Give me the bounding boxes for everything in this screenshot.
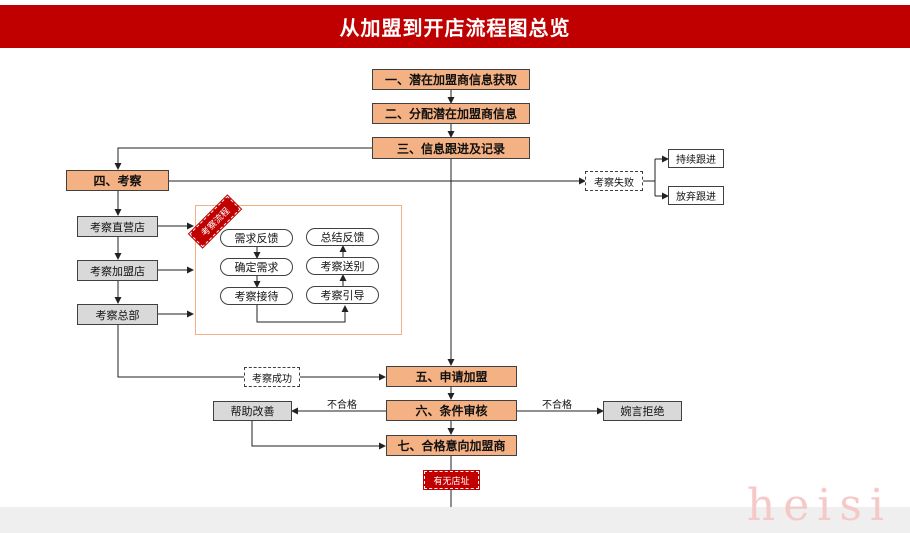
- step-2[interactable]: 二、分配潜在加盟商信息: [372, 103, 530, 124]
- arrow-reception-guide: [256, 305, 349, 323]
- fail-label-left: 不合格: [327, 400, 357, 411]
- inspect-direct-store[interactable]: 考察直营店: [77, 216, 158, 237]
- step-1[interactable]: 一、潜在加盟商信息获取: [372, 69, 530, 90]
- inspect-franchise-store[interactable]: 考察加盟店: [77, 260, 158, 281]
- process-farewell[interactable]: 考察送别: [306, 257, 379, 275]
- polite-reject[interactable]: 婉言拒绝: [603, 401, 682, 421]
- process-reception[interactable]: 考察接待: [220, 287, 293, 305]
- watermark: heisi: [746, 480, 892, 531]
- line-hq-success: [117, 325, 244, 378]
- step-5[interactable]: 五、申请加盟: [386, 366, 517, 387]
- store-location-tag[interactable]: 有无店址: [423, 470, 480, 490]
- inspect-headquarters[interactable]: 考察总部: [77, 304, 158, 325]
- fail-label-right: 不合格: [542, 400, 572, 411]
- process-confirm-demand[interactable]: 确定需求: [220, 258, 293, 276]
- process-guide[interactable]: 考察引导: [306, 286, 379, 304]
- arrow-help-s7: [251, 421, 386, 450]
- process-demand-feedback[interactable]: 需求反馈: [220, 229, 293, 247]
- abandon-follow[interactable]: 放弃跟进: [668, 186, 724, 205]
- step-3[interactable]: 三、信息跟进及记录: [372, 137, 530, 159]
- step-4[interactable]: 四、考察: [66, 170, 169, 191]
- inspect-fail[interactable]: 考察失败: [585, 171, 643, 191]
- help-improve[interactable]: 帮助改善: [213, 401, 292, 421]
- footer-strip: [0, 507, 910, 533]
- step-6[interactable]: 六、条件审核: [386, 400, 517, 421]
- inspect-success[interactable]: 考察成功: [244, 367, 300, 387]
- step-7[interactable]: 七、合格意向加盟商: [386, 435, 517, 456]
- inspection-process-group: [195, 205, 402, 335]
- page-title: 从加盟到开店流程图总览: [0, 5, 910, 48]
- process-summary-feedback[interactable]: 总结反馈: [306, 228, 379, 246]
- arrow-s3-s4: [114, 147, 372, 170]
- continue-follow[interactable]: 持续跟进: [668, 149, 724, 168]
